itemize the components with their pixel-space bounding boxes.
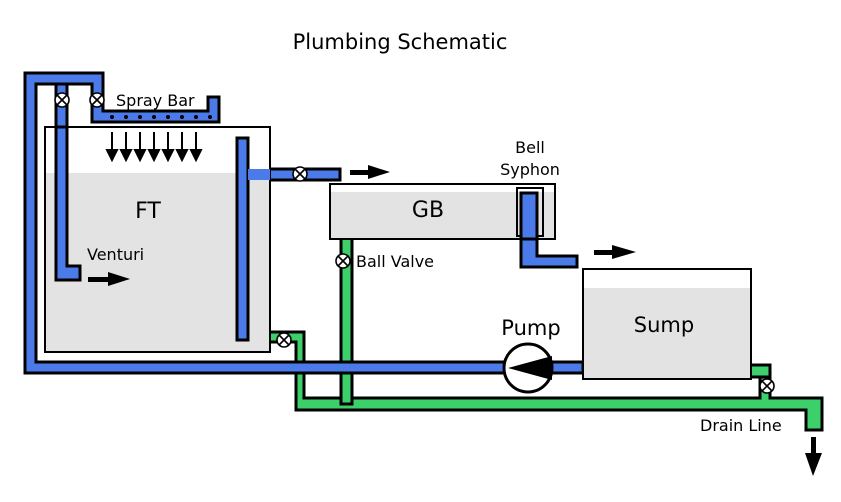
main-return-pipe xyxy=(23,71,585,375)
venturi-label: Venturi xyxy=(87,245,144,264)
pump: Pump xyxy=(501,316,561,394)
bell-syphon-label-line2: Syphon xyxy=(500,160,560,179)
drain-line-label: Drain Line xyxy=(700,416,782,435)
ft-label: FT xyxy=(135,199,161,224)
ft-tank: FT Venturi xyxy=(44,125,271,353)
ft-outlet-arrow-icon xyxy=(350,165,390,179)
spray-bar-valve-icon xyxy=(89,92,105,108)
pump-label: Pump xyxy=(501,316,560,340)
sump-tank: Sump xyxy=(582,268,752,380)
ft-outlet-valve-icon xyxy=(292,166,308,182)
bell-syphon-arrow-icon xyxy=(594,245,636,259)
drain-arrow-icon xyxy=(805,437,822,476)
ball-valve-label: Ball Valve xyxy=(356,252,434,271)
valves xyxy=(54,92,775,394)
spray-bar-holes xyxy=(110,115,212,119)
gb-label: GB xyxy=(412,198,444,223)
flow-arrows xyxy=(88,165,822,476)
venturi-arrow-icon xyxy=(88,272,130,286)
venturi-valve-icon xyxy=(54,92,70,108)
spray-bar-label: Spray Bar xyxy=(116,91,195,110)
sump-drain-valve-icon xyxy=(759,378,775,394)
bell-syphon-label-line1: Bell xyxy=(515,138,545,157)
gb-ball-valve-icon xyxy=(335,253,351,269)
ft-drain-valve-icon xyxy=(276,332,292,348)
gb-tank: GB xyxy=(329,183,556,241)
spray-arrows xyxy=(105,132,203,163)
diagram-title: Plumbing Schematic xyxy=(293,30,508,54)
sump-label: Sump xyxy=(634,313,694,337)
